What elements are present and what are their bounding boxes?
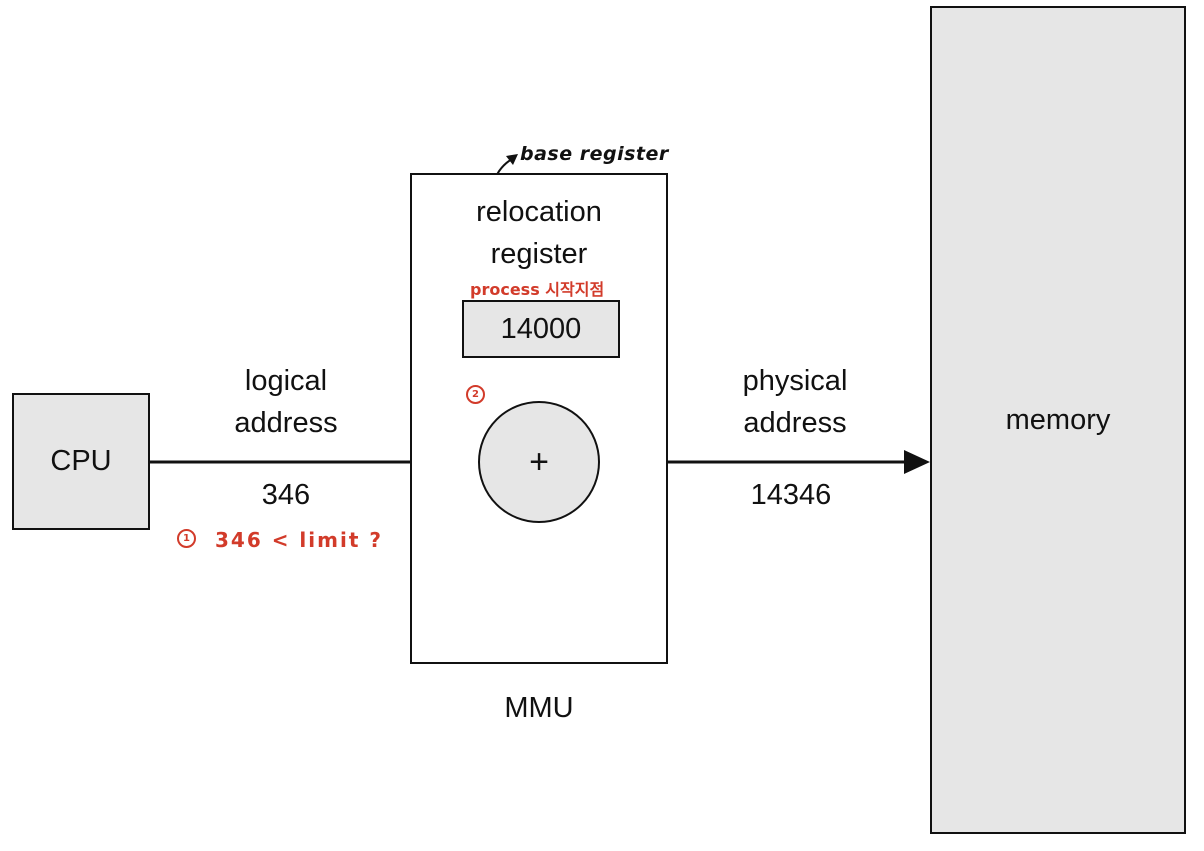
memory-box: memory [930,6,1186,834]
cpu-box: CPU [12,393,150,530]
relocation-register-box: 14000 [462,300,620,358]
physical-address-arrowhead [904,450,930,474]
mmu-label: MMU [504,692,574,724]
base-register-pointer-arrowhead [506,154,518,165]
physical-address-value: 14346 [750,479,832,511]
logical-address-label-line2: address [234,407,338,439]
step1-marker: 1 [177,529,196,548]
memory-label: memory [1005,403,1111,436]
relocation-register-title-line1: relocation [476,196,602,228]
step1-annotation: 346 < limit ? [215,528,383,552]
physical-address-label-line2: address [743,407,847,439]
adder-circle: + [478,401,600,523]
base-register-annotation: base register [520,143,669,165]
cpu-label: CPU [50,445,112,477]
step2-marker: 2 [466,385,485,404]
adder-plus-symbol: + [529,443,549,481]
relocation-register-title-line2: register [490,238,588,270]
process-start-annotation: process 시작지점 [470,280,605,299]
logical-address-label-line1: logical [244,365,328,397]
relocation-register-value: 14000 [500,312,582,345]
physical-address-label-line1: physical [742,365,848,397]
logical-address-value: 346 [261,479,311,511]
mmu-box [410,173,668,664]
